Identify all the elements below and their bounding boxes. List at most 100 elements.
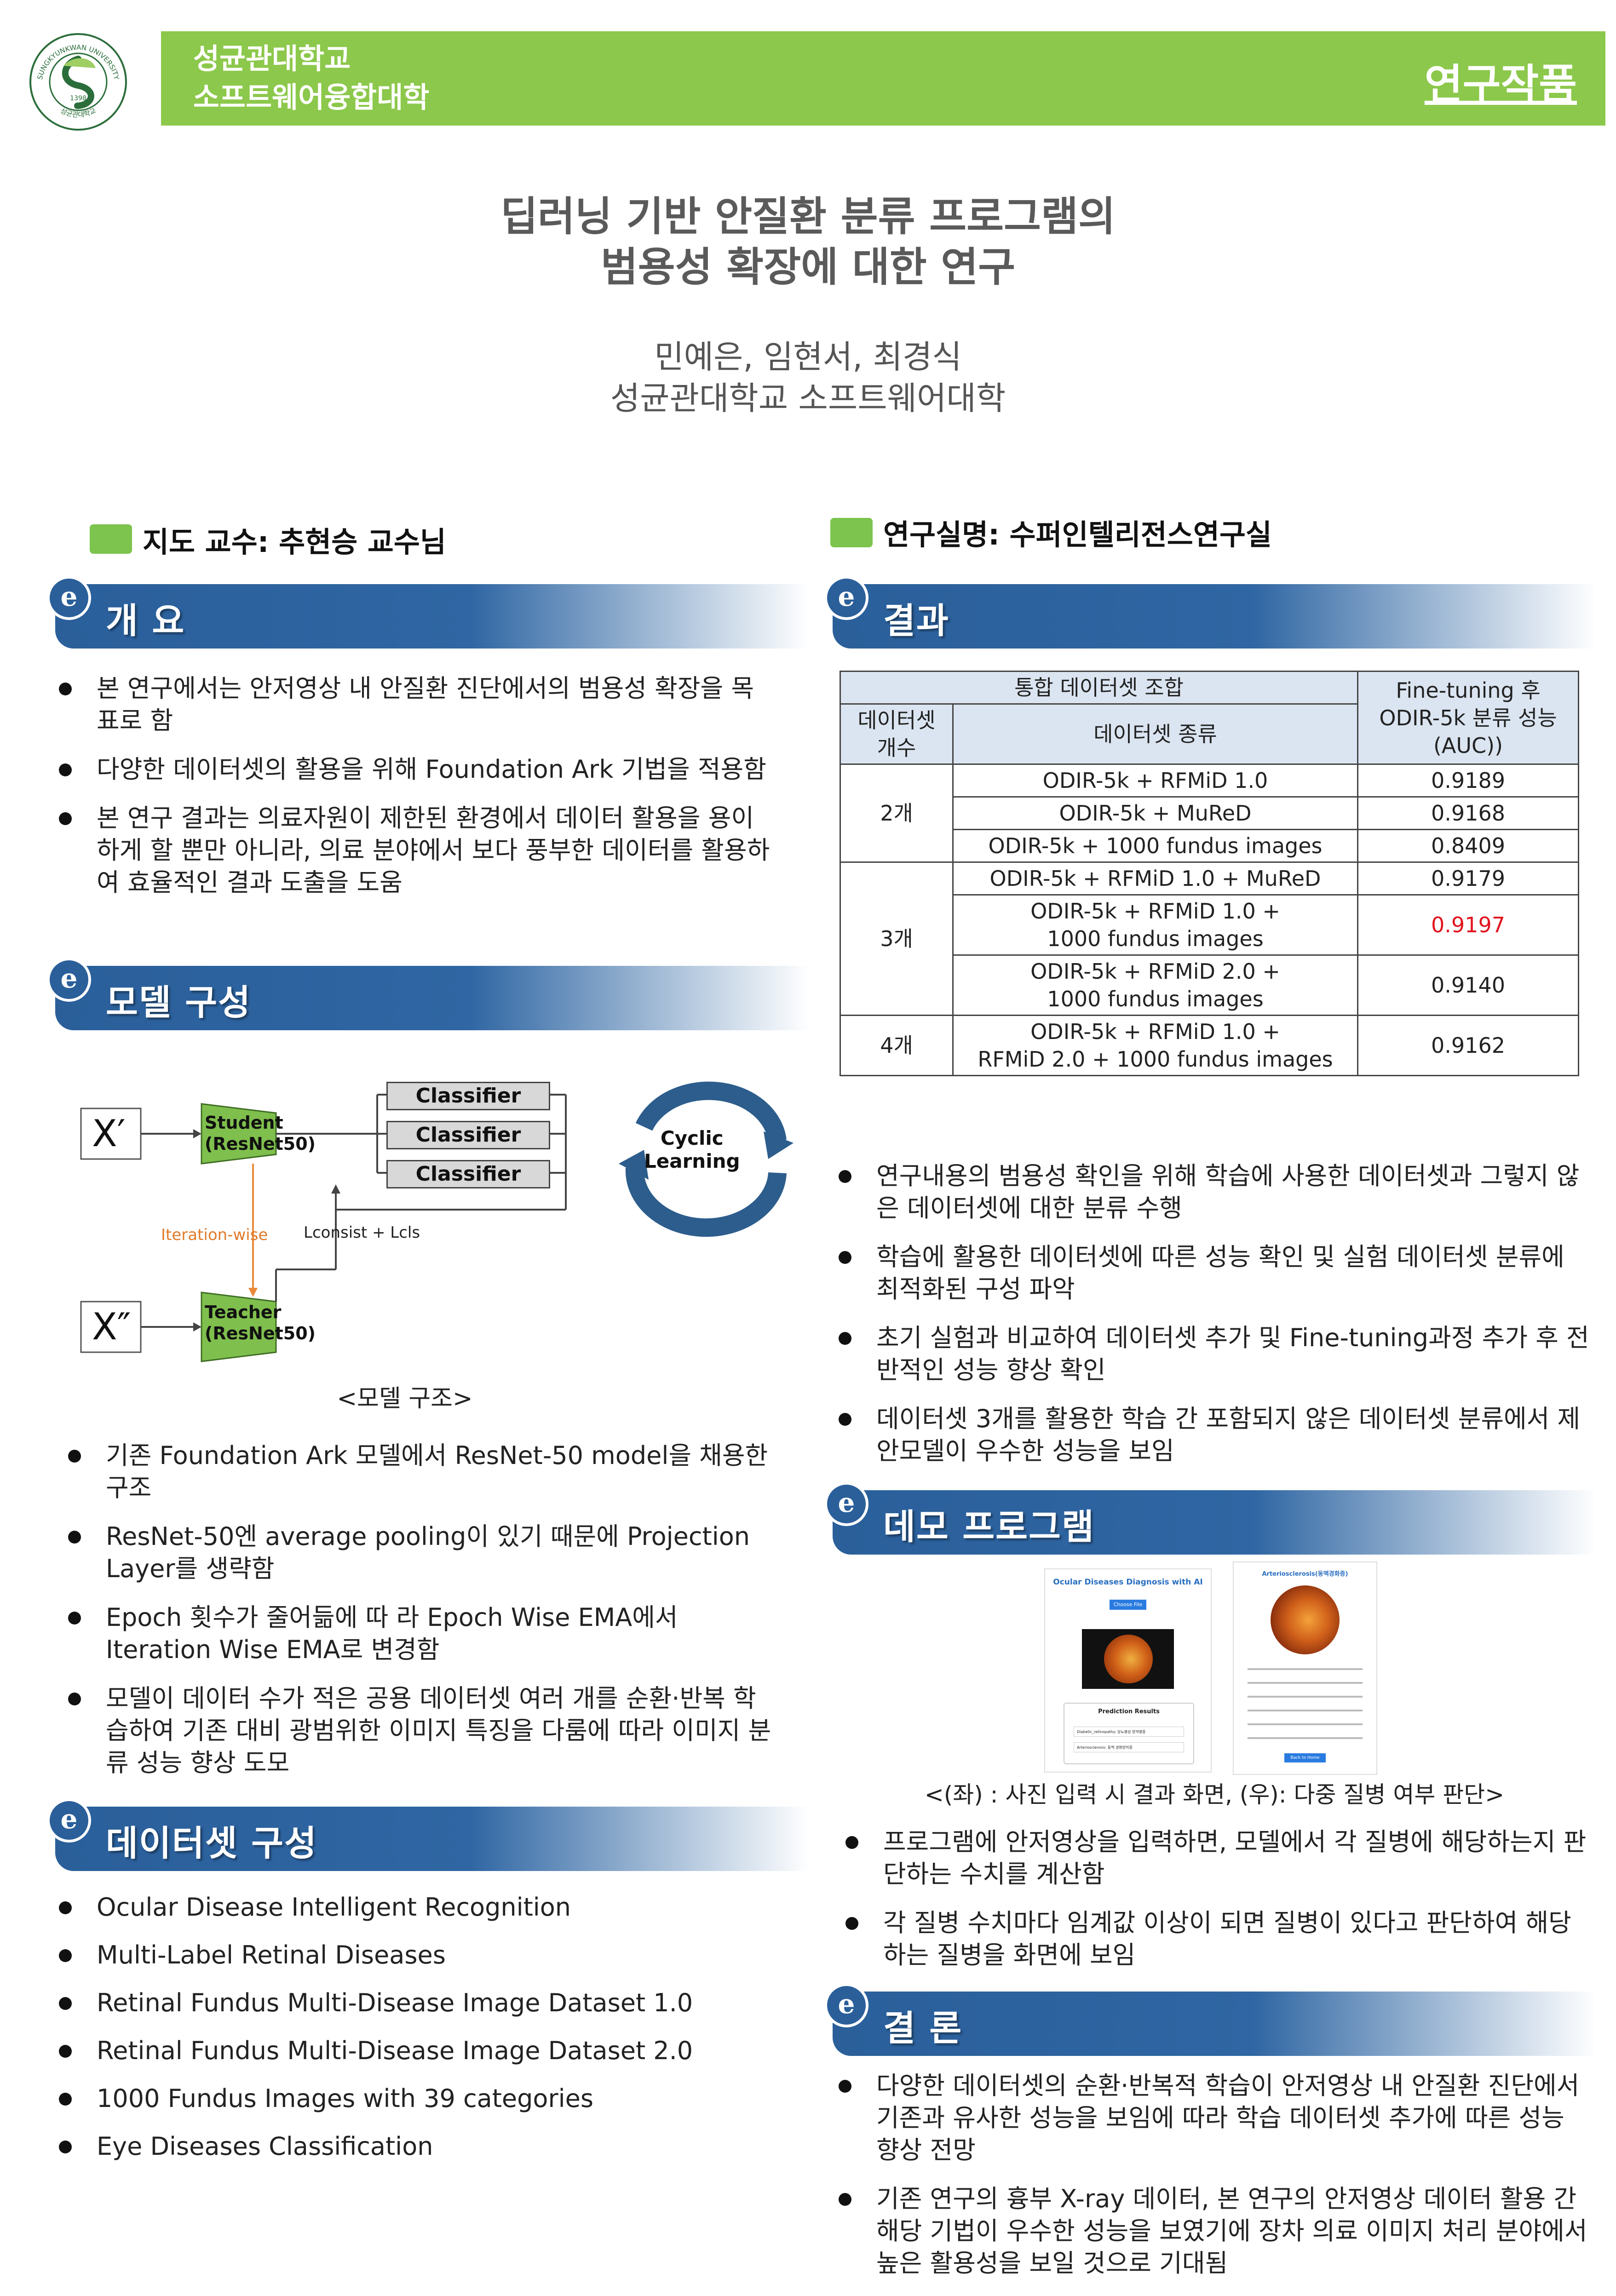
section-dataset-header: e 데이터셋 구성 bbox=[47, 1798, 810, 1871]
section-e-icon: e bbox=[47, 576, 91, 620]
table-cell: ODIR-5k + MuReD bbox=[952, 796, 1358, 830]
text-line-placeholder bbox=[1248, 1737, 1363, 1739]
table-cell: ODIR-5k + RFMiD 1.0 + RFMiD 2.0 + 1000 fu… bbox=[952, 1015, 1358, 1076]
fundus-image bbox=[1104, 1635, 1153, 1683]
classifier-box: Classifier bbox=[386, 1121, 550, 1149]
section-demo-header: e 데모 프로그램 bbox=[824, 1482, 1596, 1555]
list-item: Multi-Label Retinal Diseases bbox=[55, 1939, 773, 1971]
model-list: 기존 Foundation Ark 모델에서 ResNet-50 model을 … bbox=[64, 1440, 773, 1796]
section-title: 데모 프로그램 bbox=[883, 1506, 1095, 1547]
list-item: 다양한 데이터셋의 순환·반복적 학습이 안저영상 내 안질환 진단에서 기존과… bbox=[835, 2070, 1589, 2166]
input-x-double-prime: X″ bbox=[92, 1305, 131, 1348]
affiliation: 성균관대학교 소프트웨어대학 bbox=[610, 379, 1006, 417]
cyclic-learning-label: Cyclic Learning bbox=[644, 1127, 740, 1173]
table-cell-group: 3개 bbox=[840, 861, 954, 1016]
table-row: 4개 ODIR-5k + RFMiD 1.0 + RFMiD 2.0 + 1000… bbox=[840, 1015, 1579, 1076]
table-cell-group: 2개 bbox=[840, 763, 954, 863]
table-cell: 0.9168 bbox=[1357, 796, 1579, 830]
model-caption: <모델 구조> bbox=[337, 1385, 473, 1412]
table-header-kind: 데이터셋 종류 bbox=[952, 703, 1358, 765]
table-row: ODIR-5k + MuReD 0.9168 bbox=[840, 796, 1579, 830]
fundus-image-box bbox=[1082, 1629, 1174, 1689]
lab-label: 연구실명: 수퍼인텔리전스연구실 bbox=[883, 518, 1272, 551]
table-row: 3개 ODIR-5k + RFMiD 1.0 + MuReD 0.9179 bbox=[840, 861, 1579, 1016]
list-item: 초기 실험과 비교하여 데이터셋 추가 및 Fine-tuning과정 추가 후… bbox=[835, 1322, 1589, 1386]
input-x-prime: X′ bbox=[92, 1112, 126, 1155]
table-row: ODIR-5k + RFMiD 1.0 +1000 fundus images … bbox=[840, 894, 1579, 956]
table-header-combo: 통합 데이터셋 조합 bbox=[840, 671, 1358, 705]
fundus-image-large bbox=[1271, 1585, 1340, 1654]
learning-word: Learning bbox=[644, 1150, 740, 1172]
table-cell: 0.9189 bbox=[1357, 763, 1579, 798]
list-item: 다양한 데이터셋의 활용을 위해 Foundation Ark 기법을 적용함 bbox=[55, 753, 773, 786]
text-line-placeholder bbox=[1248, 1682, 1363, 1684]
section-e-icon: e bbox=[824, 576, 868, 620]
list-item: 기존 연구의 흉부 X-ray 데이터, 본 연구의 안저영상 데이터 활용 간… bbox=[835, 2183, 1589, 2279]
section-conclusion-header: e 결 론 bbox=[824, 1983, 1596, 2056]
model-diagram: X′ X″ Student (ResNet50) Teacher (ResNet… bbox=[78, 1072, 796, 1384]
loss-label: Lconsist + Lcls bbox=[304, 1223, 420, 1242]
table-row: ODIR-5k + RFMiD 2.0 +1000 fundus images … bbox=[840, 954, 1579, 1016]
college-name: 소프트웨어융합대학 bbox=[193, 80, 430, 114]
demo-caption: <(좌) : 사진 입력 시 결과 화면, (우): 다중 질병 여부 판단> bbox=[924, 1781, 1505, 1808]
teacher-label: Teacher bbox=[205, 1302, 282, 1322]
student-network: Student (ResNet50) bbox=[205, 1112, 316, 1154]
poster-title-line1: 딥러닝 기반 안질환 분류 프로그램의 bbox=[500, 193, 1116, 240]
classifier-box: Classifier bbox=[386, 1160, 550, 1188]
authors: 민예은, 임현서, 최경식 bbox=[654, 338, 962, 376]
results-table: 통합 데이터셋 조합 Fine-tuning 후 ODIR-5k 분류 성능 (… bbox=[840, 671, 1579, 1076]
section-title: 모델 구성 bbox=[106, 982, 252, 1023]
iteration-wise-label: Iteration-wise bbox=[161, 1226, 268, 1244]
cell-line: 1000 fundus images bbox=[1047, 987, 1264, 1011]
table-cell: 0.9140 bbox=[1357, 954, 1579, 1016]
list-item: Retinal Fundus Multi-Disease Image Datas… bbox=[55, 1987, 773, 2019]
text-line-placeholder bbox=[1248, 1668, 1363, 1670]
list-item: 프로그램에 안저영상을 입력하면, 모델에서 각 질병에 해당하는지 판단하는 … bbox=[842, 1826, 1587, 1890]
teacher-arch: (ResNet50) bbox=[205, 1323, 316, 1343]
diagram-connectors bbox=[80, 1081, 794, 1362]
results-list: 연구내용의 범용성 확인을 위해 학습에 사용한 데이터셋과 그렇지 않은 데이… bbox=[835, 1160, 1589, 1484]
list-item: Retinal Fundus Multi-Disease Image Datas… bbox=[55, 2035, 773, 2067]
text-line-placeholder bbox=[1248, 1723, 1363, 1725]
university-name: 성균관대학교 bbox=[193, 42, 351, 75]
lab-marker bbox=[830, 518, 873, 547]
section-title: 개 요 bbox=[106, 600, 185, 641]
list-item: Eye Diseases Classification bbox=[55, 2130, 773, 2163]
table-row: ODIR-5k + 1000 fundus images 0.8409 bbox=[840, 829, 1579, 863]
demo-list: 프로그램에 안저영상을 입력하면, 모델에서 각 질병에 해당하는지 판단하는 … bbox=[842, 1826, 1587, 1988]
section-e-icon: e bbox=[47, 1798, 91, 1843]
prediction-title: Prediction Results bbox=[1098, 1708, 1160, 1715]
cell-line: ODIR-5k + RFMiD 1.0 + bbox=[1030, 1019, 1280, 1044]
back-home-button[interactable]: Back to Home bbox=[1284, 1753, 1326, 1762]
table-cell-best: 0.9197 bbox=[1357, 894, 1579, 956]
table-cell: 0.9179 bbox=[1357, 861, 1579, 895]
list-item: 본 연구에서는 안저영상 내 안질환 진단에서의 범용성 확장을 목표로 함 bbox=[55, 672, 773, 737]
teacher-network: Teacher (ResNet50) bbox=[205, 1302, 316, 1344]
cell-line: RFMiD 2.0 + 1000 fundus images bbox=[978, 1047, 1333, 1072]
prediction-panel: Prediction Results Diabetic_retinopathy:… bbox=[1064, 1703, 1194, 1764]
university-logo: 1398 SUNGKYUNKWAN UNIVERSITY 성균관대학교 bbox=[29, 33, 127, 131]
section-title: 결과 bbox=[883, 600, 949, 641]
list-item: 데이터셋 3개를 활용한 학습 간 포함되지 않은 데이터셋 분류에서 제안모델… bbox=[835, 1403, 1589, 1467]
conclusion-list: 다양한 데이터셋의 순환·반복적 학습이 안저영상 내 안질환 진단에서 기존과… bbox=[835, 2070, 1589, 2296]
cell-line: 1000 fundus images bbox=[1047, 926, 1264, 951]
student-label: Student bbox=[205, 1113, 283, 1133]
cell-line: ODIR-5k + RFMiD 1.0 + bbox=[1030, 899, 1280, 924]
list-item: 연구내용의 범용성 확인을 위해 학습에 사용한 데이터셋과 그렇지 않은 데이… bbox=[835, 1160, 1589, 1224]
table-cell: ODIR-5k + 1000 fundus images bbox=[952, 829, 1358, 863]
section-overview-header: e 개 요 bbox=[47, 576, 810, 649]
logo-year: 1398 bbox=[70, 95, 86, 102]
table-header-count: 데이터셋 개수 bbox=[840, 703, 954, 765]
table-cell-group: 4개 bbox=[840, 1015, 954, 1076]
section-title: 데이터셋 구성 bbox=[106, 1823, 317, 1864]
demo-right-screenshot: Arteriosclerosis(동맥경화증) Back to Home bbox=[1233, 1561, 1377, 1775]
list-item: 모델이 데이터 수가 적은 공용 데이터셋 여러 개를 순환·반복 학습하여 기… bbox=[64, 1682, 773, 1779]
table-cell: ODIR-5k + RFMiD 2.0 +1000 fundus images bbox=[952, 954, 1358, 1016]
demo-right-title: Arteriosclerosis(동맥경화증) bbox=[1262, 1571, 1348, 1578]
choose-file-button[interactable]: Choose File bbox=[1110, 1600, 1146, 1610]
table-row: 2개 ODIR-5k + RFMiD 1.0 0.9189 bbox=[840, 763, 1579, 863]
table-cell: ODIR-5k + RFMiD 1.0 +1000 fundus images bbox=[952, 894, 1358, 956]
prediction-item: Arteriosclerosis: 동맥 경화망막증 bbox=[1074, 1742, 1184, 1752]
header-bar bbox=[161, 31, 1605, 126]
list-item: 1000 Fundus Images with 39 categories bbox=[55, 2083, 773, 2115]
